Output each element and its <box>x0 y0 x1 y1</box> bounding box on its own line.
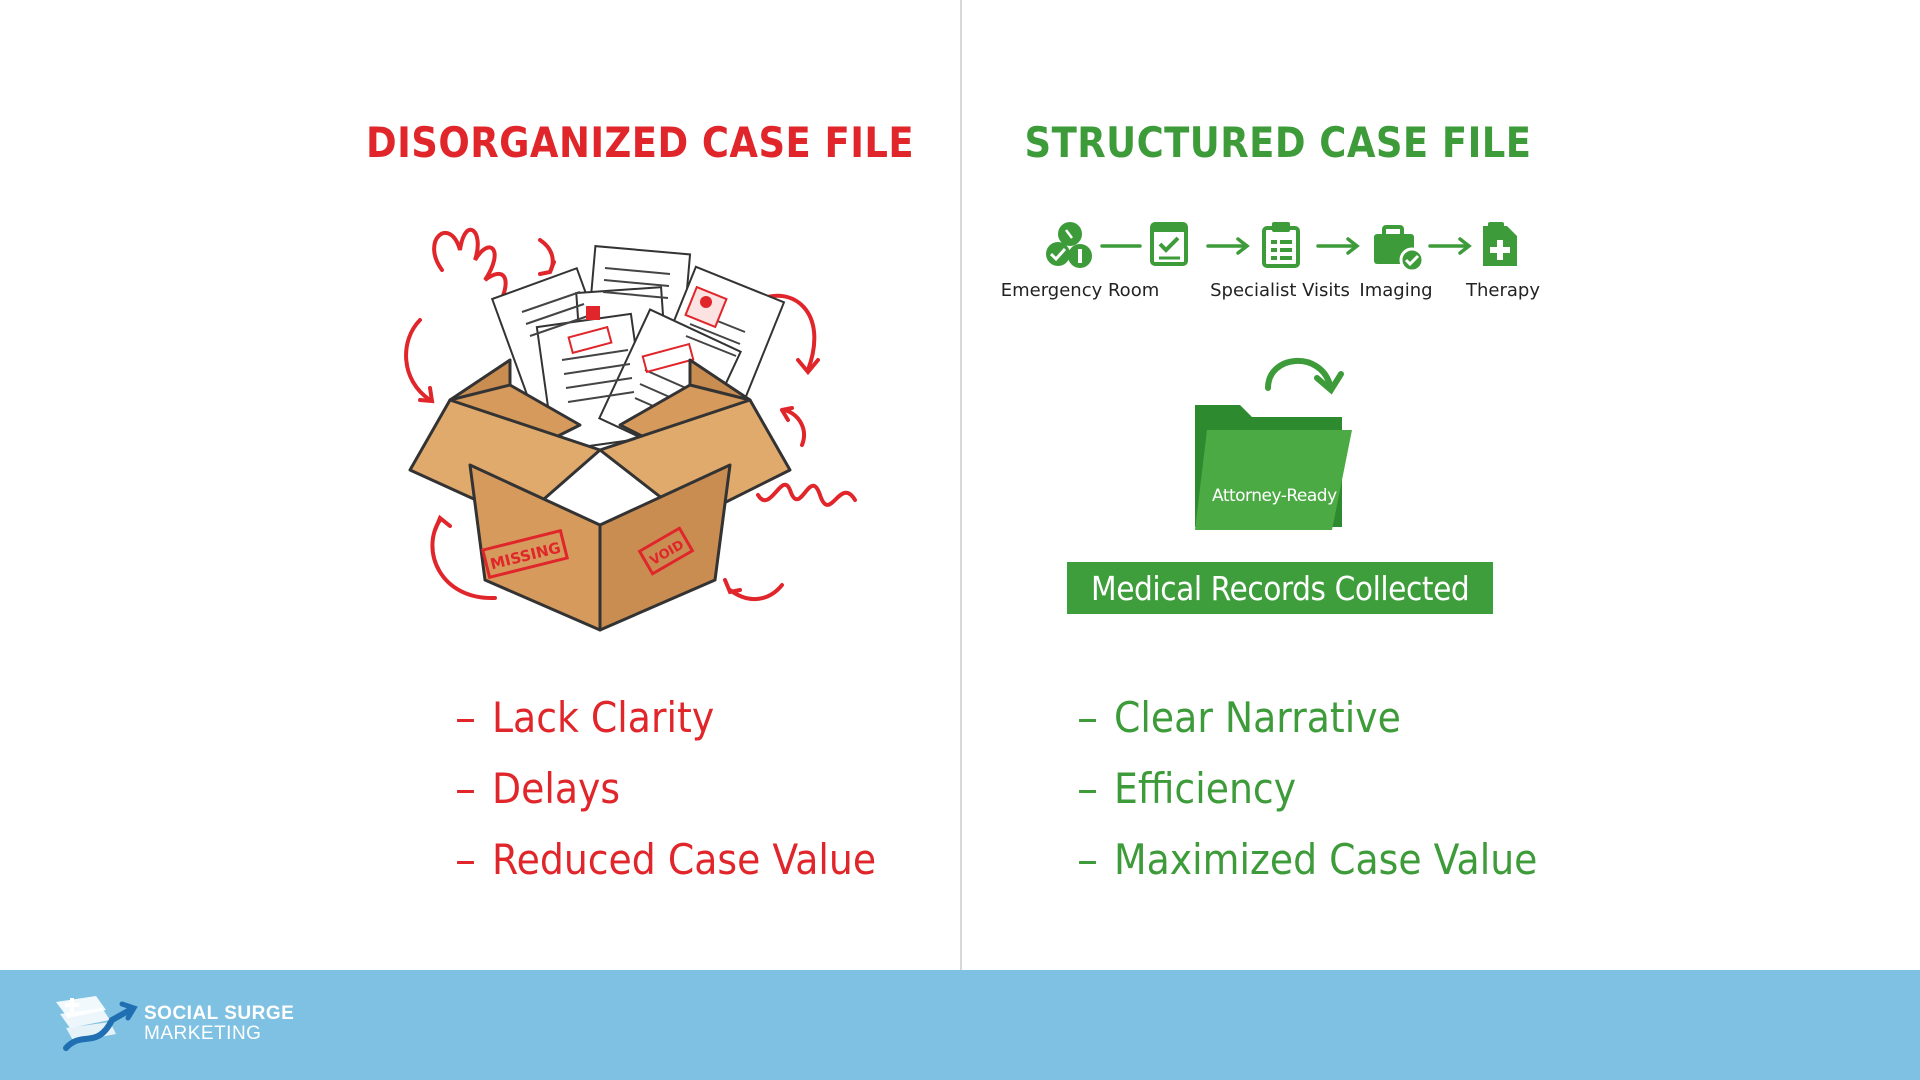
timeline-label-therapy: Therapy <box>1466 280 1540 301</box>
bullet-text: Maximized Case Value <box>1114 835 1538 884</box>
attorney-ready-folder-illustration <box>1195 358 1352 530</box>
bullet-text: Reduced Case Value <box>492 835 877 884</box>
center-divider <box>960 0 962 970</box>
list-item: –Delays <box>455 764 621 813</box>
folder-label: Attorney-Ready File <box>1211 486 1369 506</box>
social-surge-logo-icon <box>56 996 138 1051</box>
structured-benefits-list: –Clear Narrative –Efficiency –Maximized … <box>1077 682 1584 895</box>
bullet-text: Delays <box>492 764 621 813</box>
company-logo-text: SOCIAL SURGE MARKETING <box>144 1003 295 1044</box>
timeline-label-imaging: Imaging <box>1359 280 1433 301</box>
records-timeline <box>1046 222 1517 273</box>
list-item: –Reduced Case Value <box>455 835 877 884</box>
refresh-arrow-icon <box>1265 358 1333 391</box>
clipboard-icon <box>1262 222 1300 268</box>
structured-title: STRUCTURED CASE FILE <box>1024 118 1532 167</box>
bullet-text: Efficiency <box>1114 764 1297 813</box>
list-item: –Efficiency <box>1077 764 1297 813</box>
bullet-text: Clear Narrative <box>1114 693 1401 742</box>
medical-document-icon <box>1483 222 1517 266</box>
list-item: –Maximized Case Value <box>1077 835 1538 884</box>
list-item: –Lack Clarity <box>455 693 715 742</box>
records-collected-banner: Medical Records Collected <box>1067 562 1493 614</box>
disorganized-title: DISORGANIZED CASE FILE <box>366 118 915 167</box>
scribble-top-left <box>432 227 508 300</box>
timeline-label-emergency-room: Emergency Room <box>1000 280 1160 301</box>
checklist-icon <box>1150 222 1188 266</box>
disorganized-consequences-list: –Lack Clarity –Delays –Reduced Case Valu… <box>455 682 919 895</box>
messy-box-illustration: MISSING VOID <box>404 227 857 632</box>
footer-bar <box>0 970 1920 1080</box>
timeline-label-specialist-visits: Specialist Visits <box>1210 280 1350 301</box>
bullet-text: Lack Clarity <box>492 693 715 742</box>
list-item: –Clear Narrative <box>1077 693 1401 742</box>
emergency-pills-icon <box>1046 222 1092 268</box>
briefcase-check-icon <box>1374 225 1425 273</box>
